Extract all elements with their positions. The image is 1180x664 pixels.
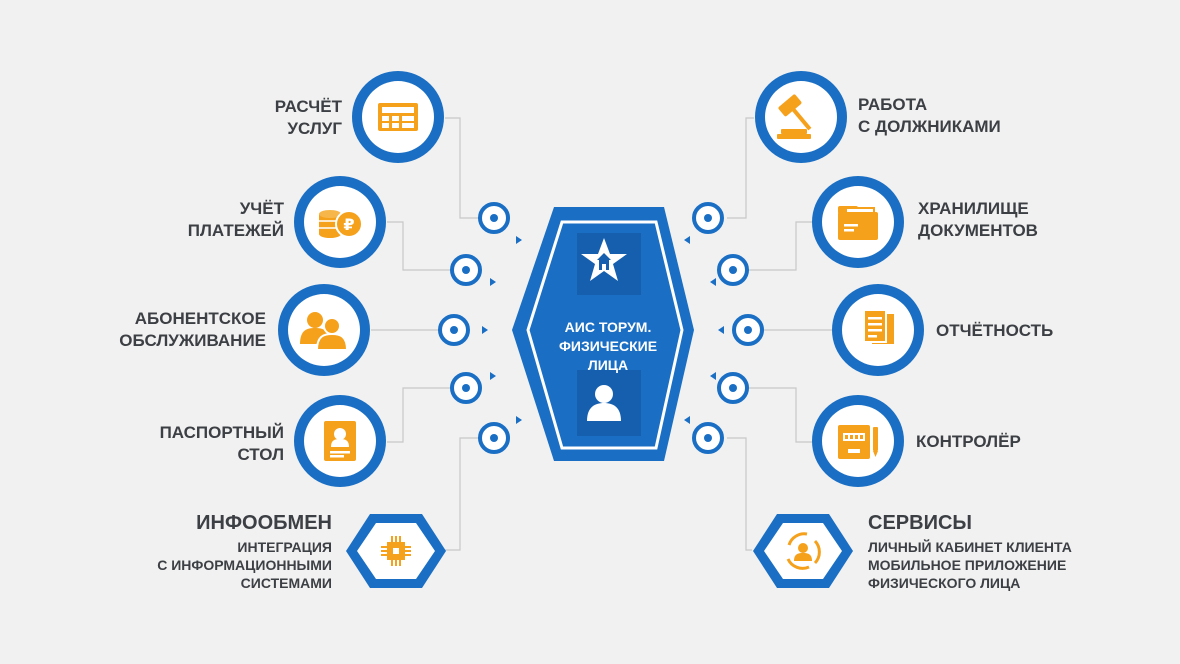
center-bottom-band (577, 370, 641, 436)
gavel-icon (777, 94, 812, 139)
infoobmen-node[interactable] (346, 514, 446, 588)
target-dot (732, 314, 764, 346)
person-cycle-icon (786, 532, 821, 570)
center-hexagon-inner (526, 220, 684, 450)
center-block (512, 207, 694, 461)
wire-rabota (727, 117, 754, 219)
label-rabota: РАБОТА С ДОЛЖНИКАМИ (858, 95, 1001, 136)
target-dot (717, 372, 749, 404)
arrow-triangles (482, 236, 724, 424)
user-icon (587, 385, 621, 421)
infoobmen-subtitle: ИНТЕГРАЦИЯ С ИНФОРМАЦИОННЫМИ СИСТЕМАМИ (157, 539, 332, 591)
target-dot (692, 422, 724, 454)
label-raschet: РАСЧЁТ УСЛУГ (274, 97, 342, 138)
right-node-kontroler[interactable] (812, 395, 904, 487)
people-icon (300, 312, 349, 351)
folder-icon (838, 206, 878, 240)
wire-hranilishe (747, 221, 812, 271)
target-dot (450, 372, 482, 404)
arrow-icon (718, 326, 724, 334)
right-node-hranilishe[interactable] (812, 176, 904, 268)
left-node-raschet[interactable] (352, 71, 444, 163)
target-dot (692, 202, 724, 234)
right-node-rabota[interactable] (755, 71, 847, 163)
left-node-pasport[interactable] (294, 395, 386, 487)
target-dot (478, 202, 510, 234)
label-uchet: УЧЁТ ПЛАТЕЖЕЙ (187, 199, 284, 240)
target-dots (438, 202, 764, 454)
arrow-icon (516, 416, 522, 424)
services-subtitle: ЛИЧНЫЙ КАБИНЕТ КЛИЕНТА МОБИЛЬНОЕ ПРИЛОЖЕ… (868, 539, 1072, 591)
target-dot (478, 422, 510, 454)
label-abonent: АБОНЕНТСКОЕ ОБСЛУЖИВАНИЕ (119, 309, 266, 350)
label-hranilishe: ХРАНИЛИЩЕ ДОКУМЕНТОВ (918, 199, 1038, 240)
center-title: АИС ТОРУМ. ФИЗИЧЕСКИЕ ЛИЦА (558, 319, 658, 373)
services-node[interactable] (753, 514, 853, 588)
center-hexagon-outer (512, 207, 694, 461)
services-title: СЕРВИСЫ (868, 512, 972, 534)
arrow-icon (482, 326, 488, 334)
wire-pasport (387, 387, 452, 443)
label-otchet: ОТЧЁТНОСТЬ (936, 321, 1054, 340)
connector-lines (371, 117, 832, 551)
label-kontroler: КОНТРОЛЁР (916, 432, 1021, 451)
meter-icon (838, 425, 878, 459)
svg-text:₽: ₽ (343, 215, 354, 234)
target-dot (438, 314, 470, 346)
id-card-icon (324, 421, 356, 461)
wire-uchet (387, 221, 452, 271)
calculator-icon (378, 103, 418, 131)
infoobmen-title: ИНФООБМЕН (196, 512, 332, 534)
arrow-icon (490, 278, 496, 286)
chip-icon (381, 536, 411, 566)
label-pasport: ПАСПОРТНЫЙ СТОЛ (159, 423, 284, 464)
arrow-icon (490, 372, 496, 380)
wire-raschet (445, 117, 480, 219)
left-node-uchet[interactable]: ₽ (294, 176, 386, 268)
arrow-icon (516, 236, 522, 244)
wire-servisy (727, 437, 752, 551)
reports-icon (863, 309, 894, 344)
arrow-icon (710, 372, 716, 380)
wire-kontroler (747, 387, 812, 443)
arrow-icon (710, 278, 716, 286)
right-node-otchet[interactable] (832, 284, 924, 376)
left-node-abonent[interactable] (278, 284, 370, 376)
arrow-icon (684, 416, 690, 424)
arrow-icon (684, 236, 690, 244)
star-house-icon (581, 238, 627, 281)
target-dot (717, 254, 749, 286)
wire-infoobmen (443, 437, 480, 551)
target-dot (450, 254, 482, 286)
coins-ruble-icon: ₽ (319, 210, 363, 238)
